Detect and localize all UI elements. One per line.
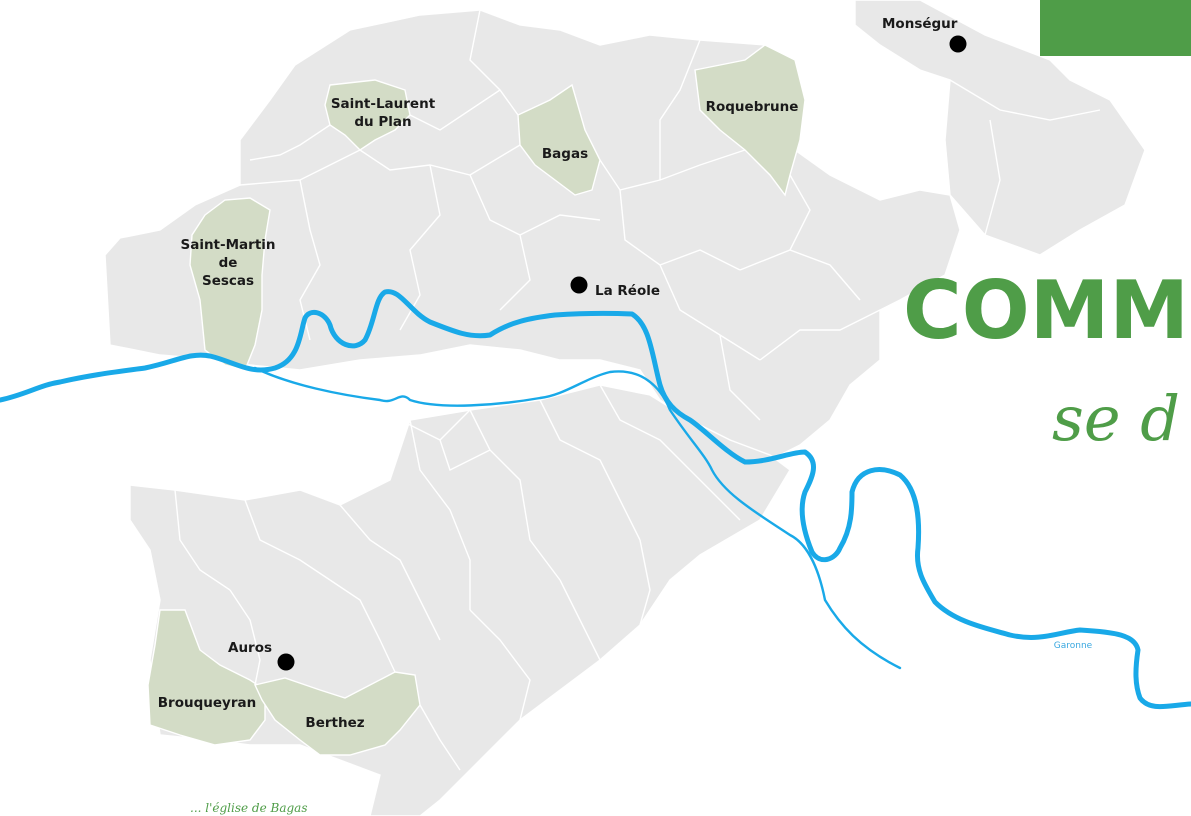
commune-label-saint-martin-line1: Saint-Martin	[180, 237, 275, 253]
commune-borders	[174, 9, 1101, 771]
commune-saint-laurent-du-plan	[324, 79, 411, 151]
river-garonne	[0, 289, 1191, 710]
green-banner	[1040, 0, 1191, 56]
commune-label-bagas: Bagas	[542, 146, 588, 162]
town-label-auros: Auros	[228, 640, 272, 656]
commune-bagas	[517, 83, 601, 196]
subheading: se d	[1052, 382, 1180, 455]
commune-label-brouqueyran: Brouqueyran	[158, 695, 256, 711]
commune-label-saint-martin-line3: Sescas	[202, 273, 254, 289]
commune-label-roquebrune: Roquebrune	[706, 99, 799, 115]
commune-label-berthez: Berthez	[305, 715, 364, 731]
commune-label-saint-laurent-line1: Saint-Laurent	[331, 96, 436, 112]
town-marker-la-reole	[570, 276, 588, 294]
town-marker-monsegur	[949, 35, 967, 53]
commune-brouqueyran	[147, 609, 266, 746]
commune-label-saint-laurent-line2: du Plan	[354, 114, 411, 130]
river-secondary-branch	[253, 366, 902, 670]
commune-label-saint-martin-line2: de	[219, 255, 238, 271]
heading: COMM	[903, 264, 1189, 357]
territory-south	[129, 384, 791, 816]
river-label-garonne: Garonne	[1054, 641, 1093, 651]
commune-saint-martin-de-sescas	[189, 197, 271, 371]
town-label-la-reole: La Réole	[595, 283, 660, 299]
photo-caption: ... l'église de Bagas	[190, 801, 308, 815]
territory-northeast	[854, 0, 1146, 256]
commune-berthez	[254, 671, 421, 756]
town-label-monsegur: Monségur	[882, 16, 958, 32]
town-marker-auros	[277, 653, 295, 671]
